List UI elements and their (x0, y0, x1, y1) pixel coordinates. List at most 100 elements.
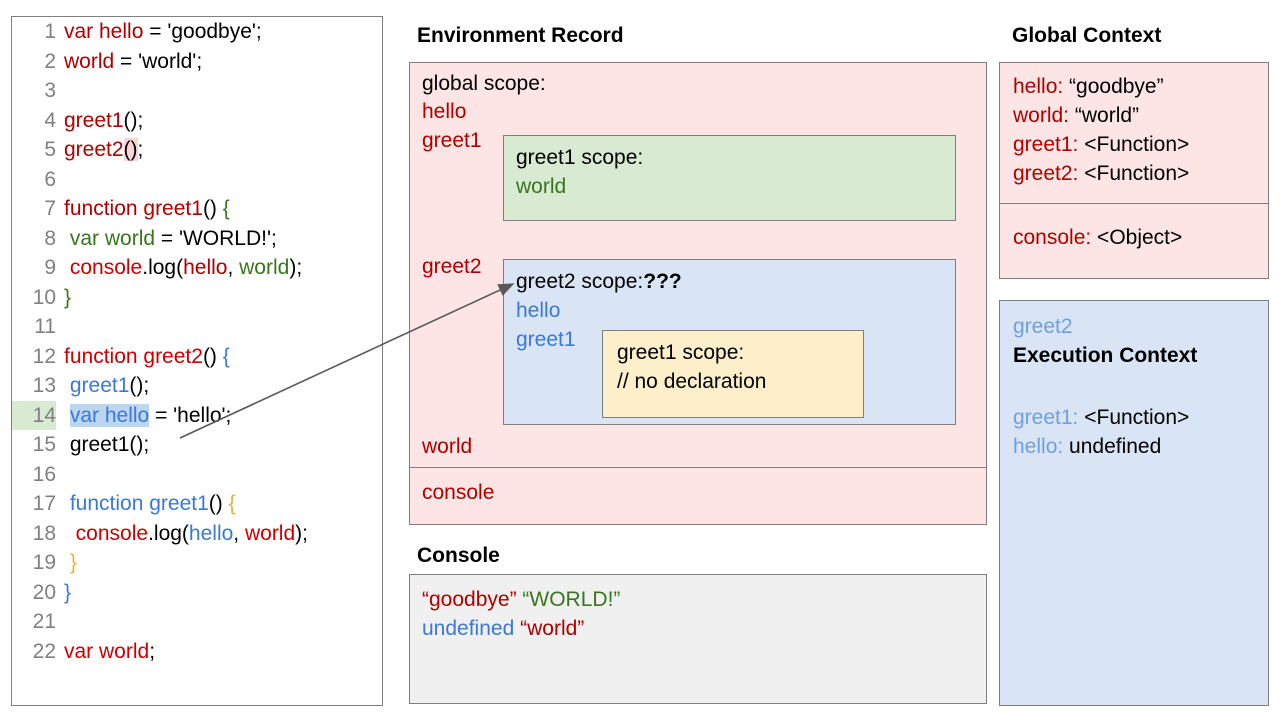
code-line[interactable]: 6 (12, 165, 382, 195)
global-binding-console: console (422, 481, 495, 504)
code-token: world (239, 256, 290, 279)
global-context-variable-value: “goodbye” (1063, 75, 1164, 98)
execution-context-entry: greet1: <Function> (1013, 406, 1189, 430)
console-output-line: “goodbye” “WORLD!” (422, 588, 620, 612)
code-line-number: 6 (44, 167, 56, 191)
greet2-scope-label: greet2 scope:??? (516, 270, 682, 294)
code-line-number: 18 (32, 521, 56, 545)
code-line-content: console.log(hello, world); (56, 519, 308, 549)
console-token: “WORLD!” (522, 588, 621, 611)
global-binding-world: world (422, 435, 473, 458)
code-token: , (227, 256, 240, 279)
code-token: } (64, 285, 72, 309)
code-line[interactable]: 17 function greet1() { (12, 489, 382, 519)
code-line-content: } (56, 548, 77, 578)
code-line[interactable]: 16 (12, 460, 382, 490)
code-line-number: 10 (32, 285, 56, 309)
code-line-number: 8 (44, 226, 56, 250)
code-line[interactable]: 21 (12, 607, 382, 637)
code-line-number: 14 (12, 400, 56, 430)
code-line-number: 9 (44, 256, 56, 279)
code-line[interactable]: 20} (12, 578, 382, 608)
code-token: { (222, 344, 230, 368)
code-line-content: world = 'world'; (56, 47, 202, 77)
code-line-content: function greet1() { (56, 194, 230, 224)
code-token: greet1 (69, 374, 130, 397)
code-token: { (222, 197, 230, 220)
execution-context-entry-value: <Function> (1078, 406, 1190, 429)
code-token: = 'hello'; (149, 403, 232, 427)
code-token: hello (188, 521, 234, 545)
code-line-number: 21 (32, 610, 56, 633)
code-token: (); (123, 108, 144, 132)
global-context-variable: hello: “goodbye” (1013, 75, 1164, 99)
code-line-number: 4 (44, 108, 56, 132)
code-line[interactable]: 8 var world = 'WORLD!'; (12, 224, 382, 254)
code-token: var world (69, 226, 156, 250)
code-line[interactable]: 14 var hello = 'hello'; (12, 400, 382, 430)
environment-record-box: global scope: hello greet1 greet2 world … (409, 62, 987, 525)
global-context-console-entry: console: <Object> (1013, 226, 1182, 250)
code-token: var hello (64, 20, 144, 43)
code-token: = 'goodbye'; (143, 20, 262, 43)
code-line[interactable]: 9 console.log(hello, world); (12, 253, 382, 283)
code-line-content: greet1(); (56, 106, 143, 136)
execution-context-entry: hello: undefined (1013, 435, 1161, 459)
code-token: hello (183, 256, 228, 279)
code-line-number: 11 (34, 315, 56, 338)
code-line-content: console.log(hello, world); (56, 253, 302, 283)
console-token: “goodbye” (422, 588, 517, 611)
global-context-variable-key: greet2: (1013, 162, 1079, 185)
greet2-scope-binding-greet1: greet1 (516, 328, 576, 351)
global-context-console-key: console: (1013, 226, 1092, 249)
code-token: } (64, 580, 72, 604)
code-line[interactable]: 15 greet1(); (12, 430, 382, 460)
execution-context-title: Execution Context (1013, 344, 1198, 367)
code-line-content: } (56, 283, 71, 313)
global-context-variable-key: hello: (1013, 75, 1064, 98)
execution-context-entry-key: greet1: (1013, 406, 1079, 429)
code-line-content: var hello = 'goodbye'; (56, 17, 262, 47)
code-line[interactable]: 19 } (12, 548, 382, 578)
code-line[interactable]: 3 (12, 76, 382, 106)
global-context-box: hello: “goodbye”world: “world”greet1: <F… (999, 62, 1269, 279)
greet2-scope-unknown-marker: ??? (643, 270, 682, 293)
code-line[interactable]: 11 (12, 312, 382, 342)
code-line[interactable]: 18 console.log(hello, world); (12, 519, 382, 549)
code-token: ; (137, 138, 144, 161)
code-line-content: var world; (56, 637, 155, 667)
code-token: function greet1 (69, 492, 209, 515)
code-line-content: greet1(); (56, 371, 149, 401)
code-token: () (208, 492, 229, 515)
greet1-inner-scope-box: greet1 scope: // no declaration (602, 330, 864, 418)
global-binding-greet1: greet1 (422, 129, 482, 152)
code-line-content: } (56, 578, 71, 608)
global-context-variable-key: greet1: (1013, 133, 1079, 156)
code-line-number: 7 (44, 197, 56, 220)
code-line[interactable]: 10} (12, 283, 382, 313)
code-token: } (69, 551, 77, 574)
code-token: () (202, 197, 223, 220)
console-token: “world” (520, 617, 585, 640)
global-context-title: Global Context (1012, 24, 1162, 47)
greet1-scope-binding-world: world (516, 175, 567, 198)
code-token: greet1 (64, 108, 124, 132)
code-token: , (233, 521, 245, 545)
greet2-scope-box: greet2 scope:??? hello greet1 greet1 sco… (503, 259, 956, 425)
code-token: { (228, 492, 236, 515)
execution-context-box: greet2 Execution Context greet1: <Functi… (999, 300, 1269, 706)
code-token: world (64, 49, 115, 73)
code-line[interactable]: 13 greet1(); (12, 371, 382, 401)
code-token: var world (64, 639, 150, 663)
global-context-console-section: console: <Object> (1000, 204, 1268, 279)
code-line-number: 16 (32, 462, 56, 486)
